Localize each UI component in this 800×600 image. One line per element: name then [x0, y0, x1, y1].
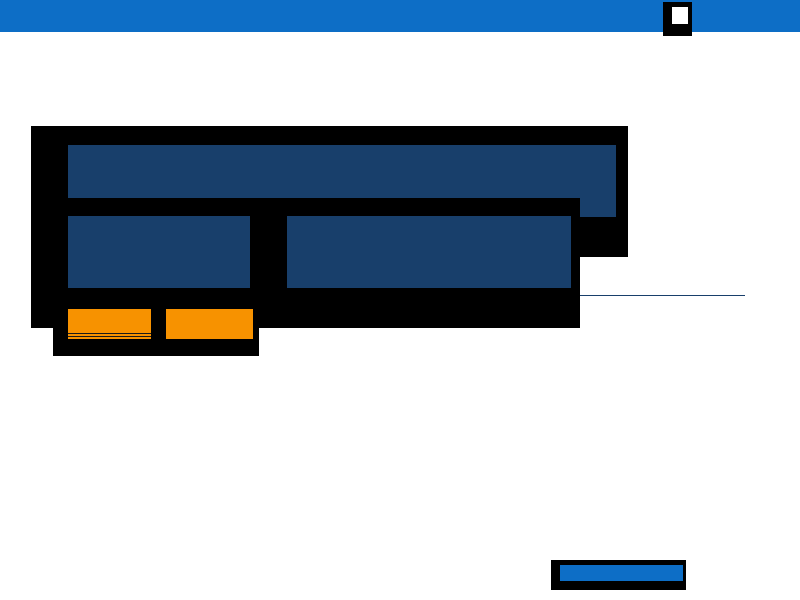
primary-button-underline: [68, 333, 151, 334]
app-bar-action-button[interactable]: [663, 2, 692, 36]
dialog-field-left[interactable]: [68, 216, 250, 288]
primary-button[interactable]: [68, 309, 151, 339]
secondary-button[interactable]: [166, 309, 253, 339]
dialog-field-right[interactable]: [287, 216, 571, 288]
bottom-action-bar: [560, 565, 683, 581]
bottom-action-button[interactable]: [551, 560, 686, 590]
primary-button-underline-2: [68, 336, 151, 337]
square-icon: [672, 7, 688, 24]
divider-line: [580, 295, 745, 296]
